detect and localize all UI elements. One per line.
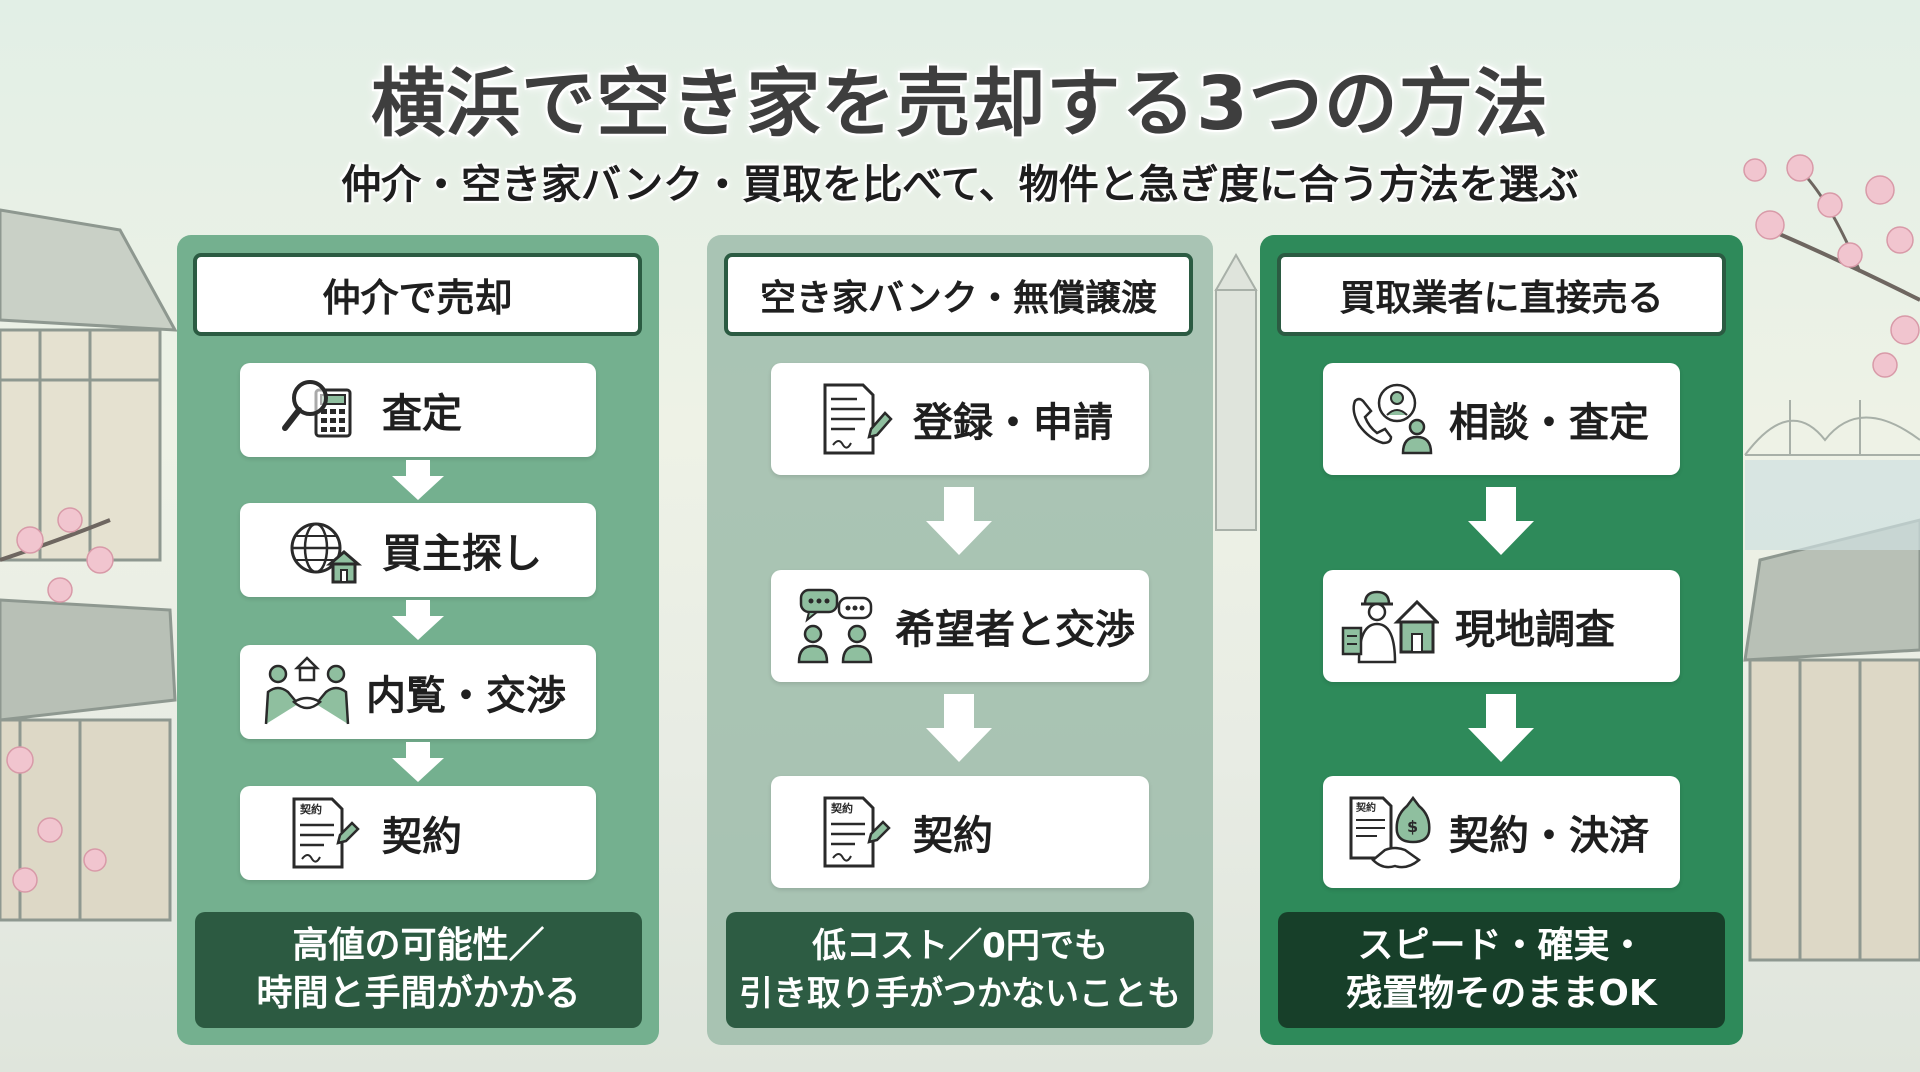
contract-money-handshake-icon: 契約 $ <box>1347 794 1433 870</box>
column-brokerage-summary: 高値の可能性／ 時間と手間がかかる <box>195 912 642 1028</box>
right-house-illustration <box>1743 518 1920 962</box>
cherry-blossom-illustration <box>0 154 1920 893</box>
step-label: 現地調査 <box>1455 607 1615 653</box>
summary-line: 引き取り手がつかないことも <box>739 974 1181 1014</box>
handshake-people-icon <box>264 654 350 730</box>
chat-people-icon <box>793 588 879 664</box>
column-brokerage-header: 仲介で売却 <box>193 253 642 336</box>
step-registration: 登録・申請 <box>771 363 1149 475</box>
step-viewing-negotiation: 内覧・交渉 <box>240 645 596 739</box>
summary-line: スピード・確実・ <box>1357 925 1646 966</box>
step-label: 登録・申請 <box>913 400 1113 446</box>
arrow-down-icon <box>926 487 992 555</box>
step-site-survey: 現地調査 <box>1323 570 1680 682</box>
step-consultation: 相談・査定 <box>1323 363 1680 475</box>
sea-illustration <box>1745 460 1920 550</box>
step-label: 査定 <box>382 391 462 437</box>
page-subtitle: 仲介・空き家バンク・買取を比べて、物件と急ぎ度に合う方法を選ぶ <box>341 162 1579 208</box>
arrow-down-icon <box>392 600 444 640</box>
step-contract-settlement: 契約 $ 契約・決済 <box>1323 776 1680 888</box>
step-negotiate-applicants: 希望者と交渉 <box>771 570 1149 682</box>
globe-house-icon <box>280 512 366 588</box>
arrow-down-icon <box>392 460 444 500</box>
step-label: 契約 <box>382 814 462 860</box>
step-label: 契約 <box>913 813 993 859</box>
page-title: 横浜で空き家を売却する3つの方法 <box>371 61 1549 147</box>
step-label: 相談・査定 <box>1449 400 1649 446</box>
svg-text:$: $ <box>1407 817 1418 836</box>
landmark-tower-illustration <box>1214 252 1258 531</box>
summary-line: 低コスト／0円でも <box>812 926 1108 966</box>
contract-pen-icon: 契約 <box>280 795 366 871</box>
column-direct-purchase-summary: スピード・確実・ 残置物そのままOK <box>1278 912 1725 1028</box>
arrow-down-icon <box>392 742 444 782</box>
step-assessment: 査定 <box>240 363 596 457</box>
step-contract: 契約 契約 <box>240 786 596 880</box>
step-label: 契約・決済 <box>1449 813 1649 859</box>
left-house-illustration <box>0 208 178 922</box>
step-label: 買主探し <box>382 531 542 577</box>
bay-bridge-illustration <box>1744 400 1920 456</box>
column-akiya-bank-header: 空き家バンク・無償譲渡 <box>724 253 1193 336</box>
summary-line: 時間と手間がかかる <box>256 973 581 1014</box>
summary-line: 高値の可能性／ <box>292 925 545 966</box>
step-label: 内覧・交渉 <box>366 673 566 719</box>
arrow-down-icon <box>926 694 992 762</box>
inspector-house-icon <box>1339 588 1441 664</box>
document-pen-icon <box>811 381 897 457</box>
step-buyer-search: 買主探し <box>240 503 596 597</box>
svg-text:契約: 契約 <box>1356 801 1376 814</box>
arrow-down-icon <box>1468 487 1534 555</box>
svg-text:契約: 契約 <box>299 802 322 816</box>
arrow-down-icon <box>1468 694 1534 762</box>
magnifier-calculator-icon <box>280 372 366 448</box>
column-direct-purchase-header: 買取業者に直接売る <box>1277 253 1726 336</box>
step-label: 希望者と交渉 <box>895 607 1135 653</box>
summary-line: 残置物そのままOK <box>1346 973 1657 1014</box>
phone-consult-icon <box>1347 381 1433 457</box>
step-contract: 契約 契約 <box>771 776 1149 888</box>
column-akiya-bank-summary: 低コスト／0円でも 引き取り手がつかないことも <box>726 912 1194 1028</box>
contract-pen-icon: 契約 <box>811 794 897 870</box>
svg-text:契約: 契約 <box>830 801 853 815</box>
